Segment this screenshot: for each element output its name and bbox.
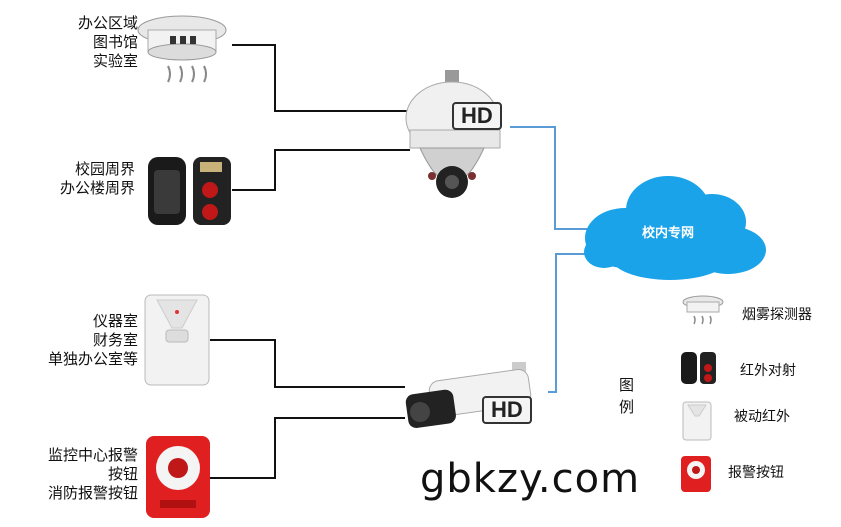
button-zone-fire: 消防报警按钮	[47, 484, 138, 502]
network-line-bullet	[548, 253, 592, 393]
wire-button-to-bullet	[210, 417, 405, 479]
legend-title-1: 图	[619, 376, 635, 394]
beam-zone-labels: 校园周界 办公楼周界	[60, 160, 135, 198]
legend-pir-icon	[682, 401, 712, 441]
network-line-dome	[510, 126, 592, 230]
button-zone-monitor: 监控中心报警	[47, 446, 138, 464]
wire-pir-to-bullet	[210, 339, 405, 388]
pir-detector-icon	[144, 294, 210, 386]
smoke-detector-icon	[137, 15, 227, 83]
button-zone-labels: 监控中心报警 按钮 消防报警按钮	[48, 446, 138, 503]
wire-beam-to-dome	[232, 149, 410, 191]
pir-zone-office: 单独办公室等	[47, 350, 138, 368]
infrared-beam-icon	[148, 157, 231, 225]
legend-button-icon	[681, 456, 711, 492]
smoke-zone-lab: 实验室	[92, 52, 138, 70]
pir-zone-finance: 财务室	[92, 331, 138, 349]
legend-title: 图 例	[619, 374, 637, 418]
smoke-zone-office: 办公区域	[77, 14, 138, 32]
smoke-zone-labels: 办公区域 图书馆 实验室	[78, 14, 138, 71]
network-label: 校内专网	[641, 226, 694, 241]
legend-beam-label: 红外对射	[740, 363, 796, 379]
pir-zone-labels: 仪器室 财务室 单独办公室等	[48, 312, 138, 369]
legend-smoke-label: 烟雾探测器	[742, 307, 812, 323]
dome-camera-icon	[405, 70, 501, 198]
wire-smoke-to-dome	[232, 44, 410, 112]
alarm-button-icon	[146, 436, 210, 518]
legend-pir-label: 被动红外	[734, 409, 790, 425]
legend-smoke-icon	[682, 295, 724, 325]
pir-zone-instrument: 仪器室	[92, 312, 138, 330]
beam-zone-campus: 校园周界	[74, 160, 135, 178]
bullet-hd-badge: HD	[482, 396, 532, 424]
legend-beam-icon	[681, 352, 716, 384]
campus-network-cloud	[584, 176, 766, 280]
smoke-zone-library: 图书馆	[92, 33, 138, 51]
legend-title-2: 例	[619, 398, 635, 416]
watermark: gbkzy.com	[420, 456, 641, 502]
legend-button-label: 报警按钮	[728, 465, 784, 481]
dome-hd-badge: HD	[452, 102, 502, 130]
button-zone-monitor-2: 按钮	[107, 465, 138, 483]
beam-zone-building: 办公楼周界	[59, 179, 135, 197]
